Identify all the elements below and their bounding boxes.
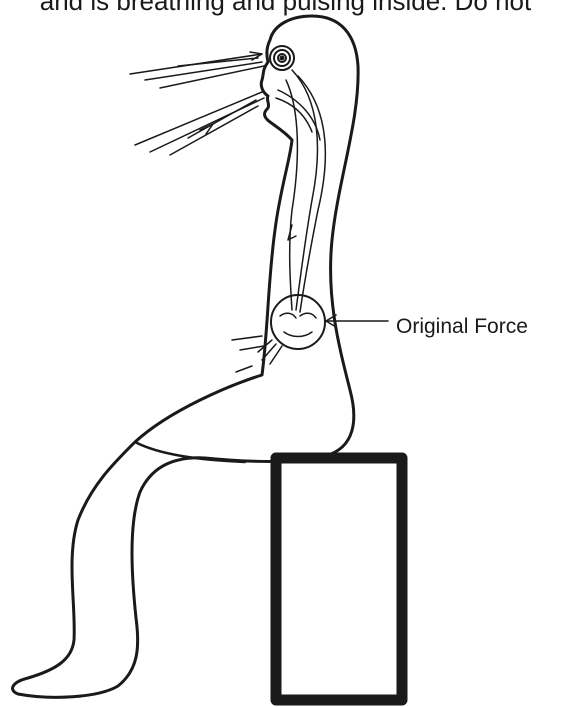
energy-flow-lines	[276, 70, 325, 312]
stool-box	[276, 458, 402, 700]
breath-arrows	[130, 52, 264, 155]
original-force-ball	[232, 295, 325, 372]
original-force-label: Original Force	[396, 315, 528, 339]
forehead-spiral-icon	[270, 46, 294, 70]
